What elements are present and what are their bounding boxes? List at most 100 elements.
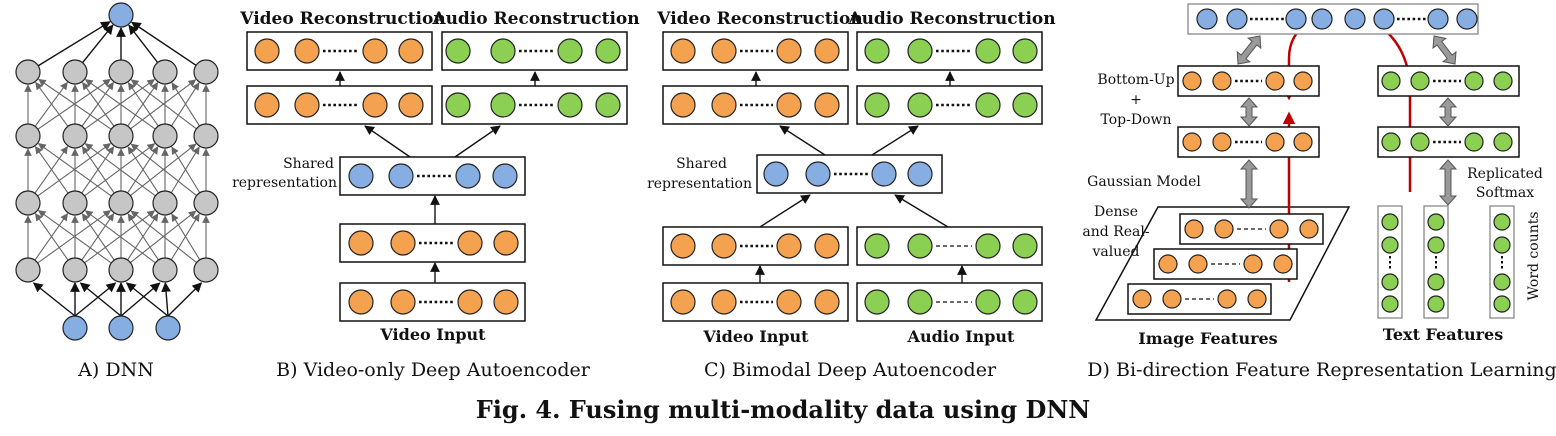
d-image-feature-row-node — [1184, 219, 1204, 239]
b-shared-label-2: representation — [232, 175, 337, 191]
dnn-output-node — [108, 2, 134, 28]
c-video-hidden-layer-node — [814, 92, 840, 118]
dnn-hidden-node — [15, 123, 41, 149]
d-image-feature-row-node — [1273, 254, 1293, 274]
dnn-hidden-node — [62, 257, 88, 283]
c-video-input-layer-node — [814, 289, 840, 315]
c-video-recon-layer-node — [711, 38, 737, 64]
c-arrow — [779, 125, 826, 156]
d-image-feature-row-node — [1214, 219, 1234, 239]
dnn-edge — [84, 79, 156, 130]
d-image-hidden-1-node — [1293, 132, 1313, 152]
d-image-hidden-1-node — [1265, 132, 1285, 152]
d-image-feature-row-node — [1217, 289, 1237, 309]
c-arrow — [759, 194, 811, 228]
c-video-hidden-in-layer-node — [670, 233, 696, 259]
dnn-input-node — [108, 315, 134, 341]
d-joint-node — [1456, 8, 1478, 30]
b-video-input-layer — [339, 282, 526, 322]
d-image-hidden-2-node — [1265, 71, 1285, 91]
dnn-hidden-node — [193, 257, 219, 283]
d-image-hidden-2-node — [1182, 71, 1202, 91]
dnn-edge — [35, 213, 69, 261]
red-top-down-arrow — [1282, 12, 1412, 192]
dnn-edge — [84, 210, 156, 264]
d-dense-label: Dense — [1094, 204, 1138, 220]
dnn-hidden-node — [152, 257, 178, 283]
dnn-edge — [37, 143, 112, 197]
dnn-input-node — [155, 315, 181, 341]
c-shared-label-1: Shared — [676, 156, 727, 172]
d-word-column-node — [1381, 213, 1399, 231]
c-video-hidden-in-layer-node — [814, 233, 840, 259]
panel-b-video-autoencoder: Video Reconstruction Audio Reconstructio… — [232, 9, 640, 381]
c-video-hidden-layer-node — [670, 92, 696, 118]
b-video-hidden-in-layer — [339, 223, 526, 263]
d-text-hidden-1-node — [1493, 132, 1513, 152]
dnn-edge — [161, 282, 171, 317]
c-audio-input-layer-node — [975, 289, 1001, 315]
c-audio-input-layer — [856, 282, 1043, 322]
b-shared-layer-node — [492, 163, 518, 189]
d-image-features-label: Image Features — [1138, 329, 1277, 348]
b-audio-recon-layer — [441, 31, 628, 71]
c-video-hidden-in-layer-node — [776, 233, 802, 259]
b-video-hidden-in-layer-node — [390, 230, 416, 256]
c-audio-hidden-layer-node — [1012, 92, 1038, 118]
figure-caption: Fig. 4. Fusing multi-modality data using… — [476, 395, 1091, 424]
dnn-edge — [84, 143, 156, 197]
dnn-input-node — [62, 315, 88, 341]
c-shared-layer-node — [763, 161, 789, 187]
d-joint-node — [1196, 8, 1218, 30]
d-word-column — [1377, 205, 1403, 319]
d-image-feature-row-node — [1247, 289, 1267, 309]
dnn-hidden-node — [108, 190, 134, 216]
dnn-hidden-node — [152, 123, 178, 149]
c-shared-layer — [756, 154, 943, 194]
b-video-recon-layer-node — [362, 38, 388, 64]
c-shared-layer-node — [871, 161, 897, 187]
d-joint-node — [1285, 8, 1307, 30]
d-text-hidden-1-node — [1410, 132, 1430, 152]
d-word-column-node — [1427, 295, 1445, 313]
c-audio-hidden-in-layer-node — [907, 233, 933, 259]
d-image-feature-row-node — [1132, 289, 1152, 309]
dnn-hidden-node — [62, 190, 88, 216]
b-video-input-layer-node — [348, 289, 374, 315]
b-audio-recon-layer-node — [490, 38, 516, 64]
d-word-column-node — [1381, 295, 1399, 313]
dnn-edge — [120, 282, 161, 317]
c-shared-layer-node — [805, 161, 831, 187]
b-video-hidden-layer-node — [254, 92, 280, 118]
d-word-counts-label: Word counts — [1526, 211, 1542, 300]
d-text-hidden-2-node — [1493, 71, 1513, 91]
b-video-input-label: Video Input — [379, 325, 486, 344]
c-audio-reconstruction-label: Audio Reconstruction — [847, 9, 1055, 29]
d-image-feature-row-node — [1243, 254, 1263, 274]
c-video-recon-layer-node — [670, 38, 696, 64]
c-shared-layer-node — [907, 161, 933, 187]
c-audio-hidden-in-layer-node — [864, 233, 890, 259]
c-video-input-layer-node — [776, 289, 802, 315]
d-joint-node — [1344, 8, 1366, 30]
c-video-hidden-layer-node — [776, 92, 802, 118]
c-video-hidden-layer-node — [711, 92, 737, 118]
c-shared-label-2: representation — [647, 176, 752, 192]
d-image-hidden-1-node — [1182, 132, 1202, 152]
image-feature-plane — [1094, 206, 1351, 321]
dnn-hidden-node — [152, 190, 178, 216]
dnn-hidden-node — [108, 257, 134, 283]
d-word-column-node — [1493, 213, 1511, 231]
dnn-edge — [171, 82, 200, 127]
c-audio-recon-layer — [856, 31, 1043, 71]
b-audio-hidden-layer-node — [595, 92, 621, 118]
c-audio-recon-layer-node — [864, 38, 890, 64]
c-audio-hidden-layer-node — [864, 92, 890, 118]
d-text-hidden-2-node — [1381, 71, 1401, 91]
c-arrow — [894, 194, 949, 228]
c-video-hidden-layer — [662, 85, 849, 125]
dnn-hidden-node — [108, 59, 134, 85]
panel-a-caption: A) DNN — [77, 359, 154, 381]
d-text-hidden-2-node — [1464, 71, 1484, 91]
d-text-features-label: Text Features — [1383, 325, 1503, 344]
